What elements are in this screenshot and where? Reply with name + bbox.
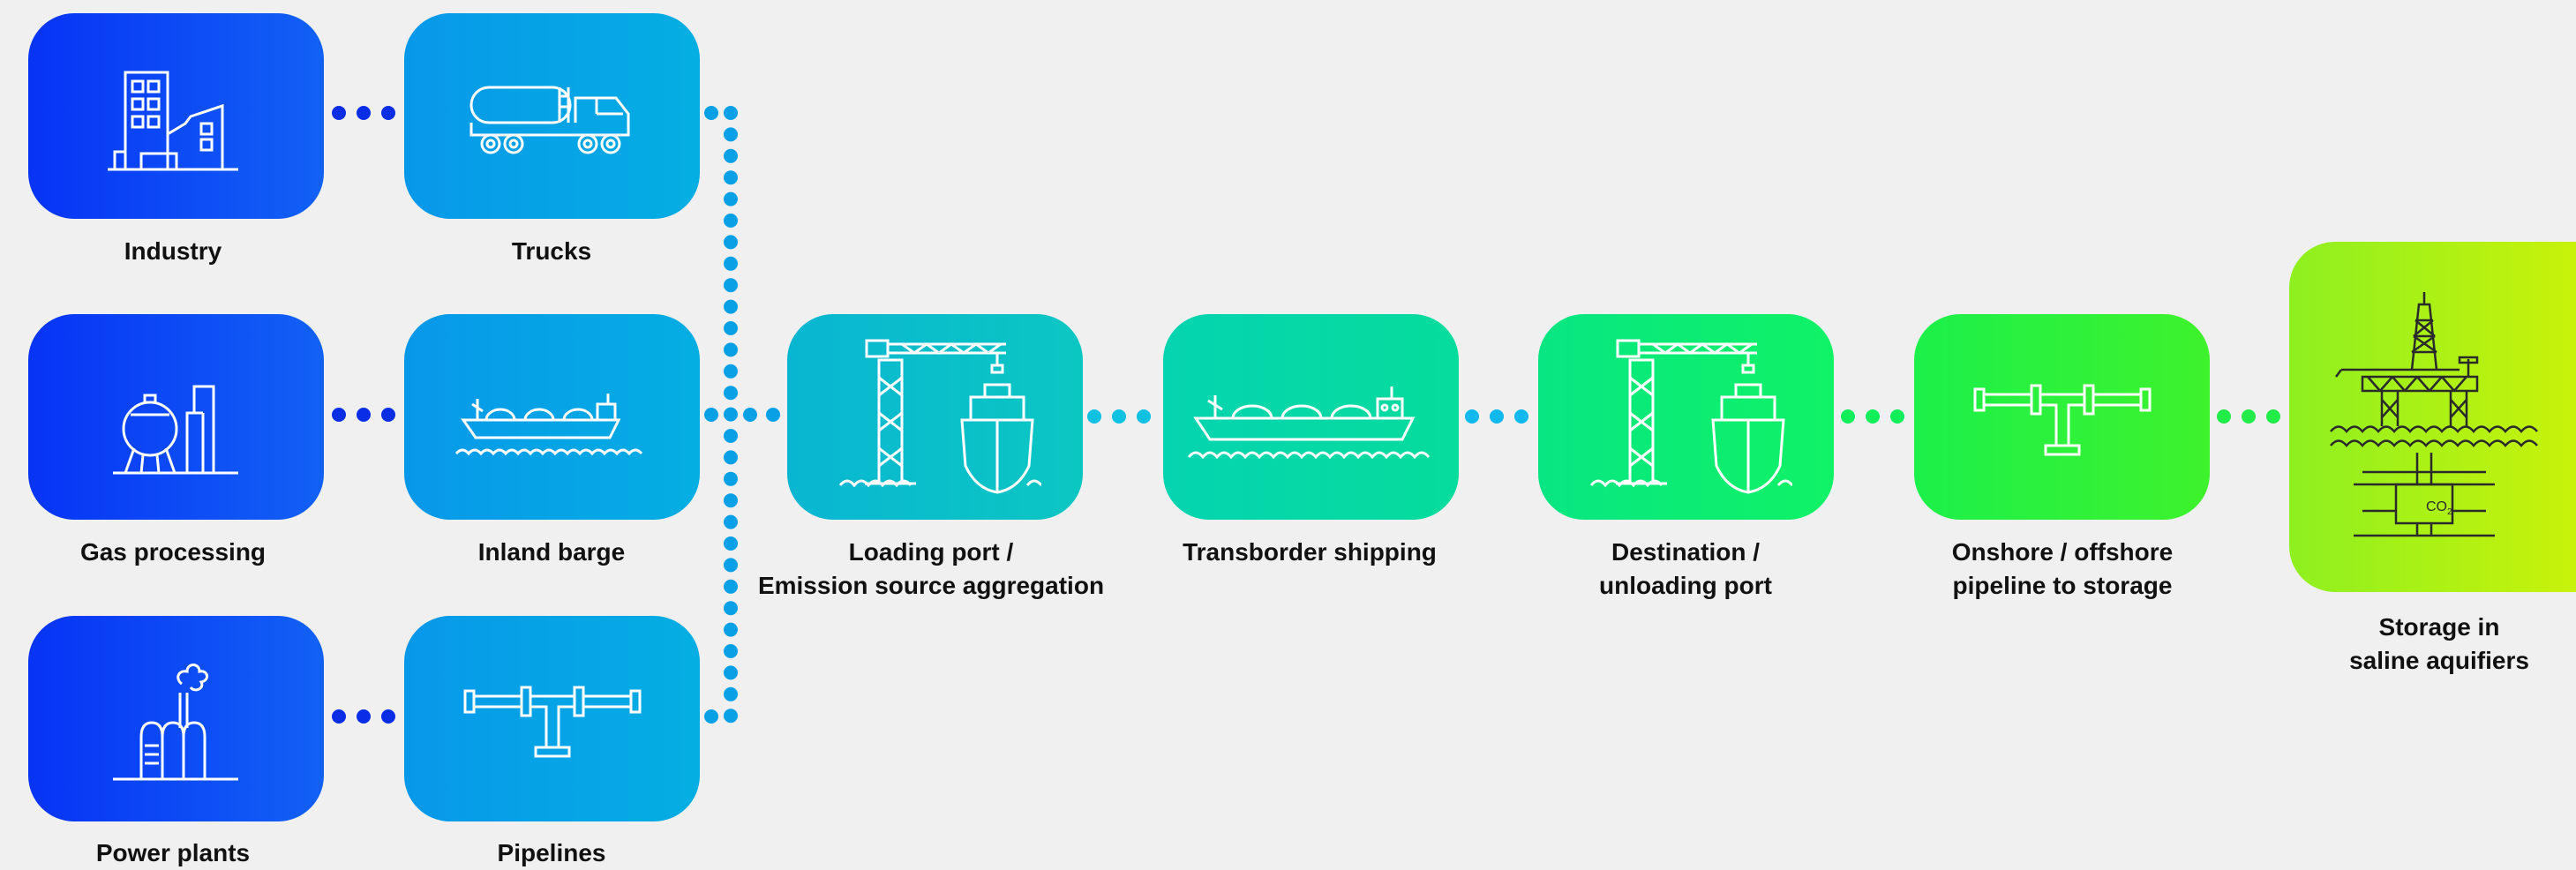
collector-dot: [724, 601, 738, 616]
pipeline-storage-dot: [2242, 409, 2256, 424]
collector-dot: [724, 709, 738, 724]
pipelines-tile: [404, 616, 700, 821]
transborder-shipping-tile: [1163, 314, 1459, 520]
collector-dot: [724, 450, 738, 465]
collector-dot: [724, 299, 738, 314]
industry-icon: [107, 71, 238, 170]
collector-dot: [724, 235, 738, 250]
loading-port-icon: [838, 339, 1041, 494]
source-transport-dot: [357, 408, 371, 422]
collector-loading-dot: [743, 408, 757, 422]
industry-label: Industry: [124, 237, 222, 265]
collector-dot: [724, 429, 738, 443]
loading-shipping-dot: [1112, 409, 1126, 424]
source-transport-dot: [332, 408, 346, 422]
source-transport-dot: [381, 709, 395, 724]
collector-dot: [724, 214, 738, 228]
source-transport-dot: [332, 106, 346, 120]
collector-dot: [724, 170, 738, 185]
collector-dot: [724, 278, 738, 293]
trucks-tile: [404, 13, 700, 219]
gas-processing-tile: [28, 314, 324, 520]
ship-icon: [1187, 386, 1430, 459]
collector-dot: [724, 256, 738, 271]
transport-collector-dot: [704, 106, 718, 120]
collector-dot: [724, 644, 738, 658]
loading-port-label-line1: Loading port /: [848, 538, 1014, 566]
collector-dot: [724, 514, 738, 529]
collector-dot: [724, 148, 738, 163]
loading-shipping-dot: [1087, 409, 1101, 424]
loading-port-label-line2: Emission source aggregation: [757, 572, 1105, 599]
collector-dot: [724, 558, 738, 573]
collector-dot: [724, 407, 738, 422]
power-plants-tile: [28, 616, 324, 821]
co2-label: CO2: [2426, 499, 2452, 518]
transport-collector-dot: [704, 408, 718, 422]
destination-pipeline-dot: [1866, 409, 1880, 424]
industry-tile: [28, 13, 324, 219]
pipeline-icon: [463, 686, 641, 757]
pipeline-storage-dot: [2217, 409, 2231, 424]
trucks-label: Trucks: [511, 237, 592, 265]
source-transport-dot: [381, 106, 395, 120]
onshore-offshore-label-line2: pipeline to storage: [1952, 572, 2173, 599]
collector-dot: [724, 579, 738, 594]
destination-pipeline-dot: [1890, 409, 1904, 424]
collector-dot: [724, 106, 738, 120]
source-transport-dot: [357, 106, 371, 120]
pipelines-label: Pipelines: [497, 839, 606, 866]
source-transport-dot: [357, 709, 371, 724]
collector-dot: [724, 342, 738, 357]
collector-dot: [724, 686, 738, 701]
loading-port-label: Loading port / Emission source aggregati…: [758, 536, 1104, 603]
truck-icon: [469, 86, 629, 154]
destination-pipeline-dot: [1841, 409, 1855, 424]
collector-dot: [724, 493, 738, 508]
collector-dot: [724, 471, 738, 486]
storage-label: Storage in saline aquifiers: [2349, 611, 2529, 678]
shipping-destination-dot: [1514, 409, 1528, 424]
inland-barge-label: Inland barge: [477, 538, 626, 566]
gas-processing-label: Gas processing: [79, 538, 267, 566]
collector-dot: [724, 127, 738, 142]
offshore-rig-icon: [2329, 291, 2538, 536]
destination-port-label-line1: Destination /: [1611, 538, 1760, 566]
barge-icon: [454, 393, 642, 455]
collector-dot: [724, 386, 738, 401]
power-plants-label: Power plants: [95, 839, 251, 866]
inland-barge-tile: [404, 314, 700, 520]
pipeline-to-storage-icon: [1973, 384, 2151, 455]
power-plant-icon: [112, 663, 238, 780]
collector-dot: [724, 321, 738, 335]
collector-dot: [724, 536, 738, 551]
onshore-offshore-label: Onshore / offshore pipeline to storage: [1952, 536, 2173, 603]
collector-loading-dot: [766, 408, 780, 422]
storage-tile: [2289, 242, 2576, 592]
shipping-destination-dot: [1465, 409, 1479, 424]
source-transport-dot: [381, 408, 395, 422]
loading-port-tile: [787, 314, 1083, 520]
destination-port-label-line2: unloading port: [1599, 572, 1772, 599]
source-transport-dot: [332, 709, 346, 724]
collector-dot: [724, 191, 738, 206]
collector-dot: [724, 665, 738, 680]
shipping-destination-dot: [1490, 409, 1504, 424]
destination-port-label: Destination / unloading port: [1599, 536, 1772, 603]
gas-processing-icon: [112, 385, 238, 474]
destination-port-tile: [1538, 314, 1834, 520]
storage-label-line2: saline aquifiers: [2349, 647, 2529, 674]
pipeline-storage-dot: [2266, 409, 2280, 424]
transport-collector-dot: [704, 709, 718, 724]
transborder-shipping-label: Transborder shipping: [1183, 538, 1437, 566]
storage-label-line1: Storage in: [2378, 613, 2500, 641]
onshore-offshore-label-line1: Onshore / offshore: [1951, 538, 2174, 566]
collector-dot: [724, 364, 738, 379]
onshore-offshore-tile: [1914, 314, 2210, 520]
unloading-port-icon: [1589, 339, 1792, 494]
loading-shipping-dot: [1137, 409, 1151, 424]
collector-dot: [724, 622, 738, 637]
